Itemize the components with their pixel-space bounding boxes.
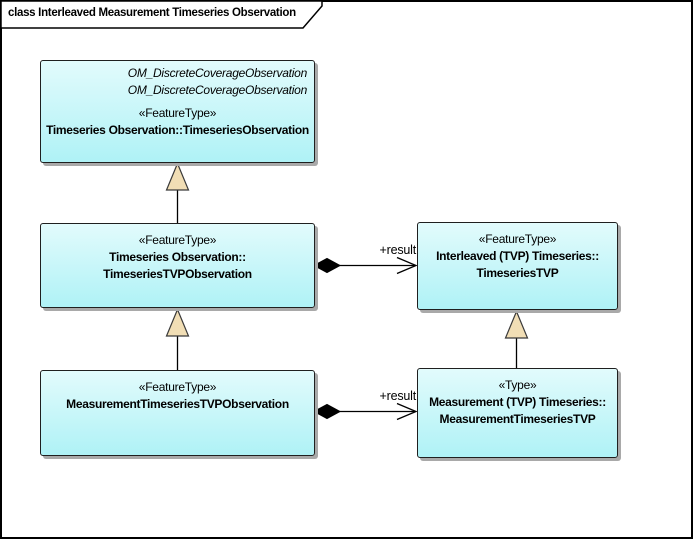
generalization-triangle-icon <box>165 161 190 191</box>
generalization-triangle-icon <box>504 309 529 339</box>
generalization-arrow-meastvpobs-to-tvpobs[interactable] <box>165 307 190 372</box>
stereotype-label: «Type» <box>498 377 537 392</box>
stereotype-label: «FeatureType» <box>138 106 217 120</box>
generalization-triangle-icon <box>165 307 190 337</box>
class-name: MeasurementTimeseriesTVPObservation <box>66 396 289 411</box>
composition-diamond-icon <box>312 257 342 274</box>
stereotype-label: «FeatureType» <box>138 232 217 247</box>
class-name: TimeseriesTVPObservation <box>103 266 252 281</box>
composition-connector-result-bottom[interactable] <box>312 402 418 421</box>
diagram-frame-tab <box>0 0 323 29</box>
stereotype-label: «FeatureType» <box>138 379 217 394</box>
generalization-arrow-tvpobs-to-observation[interactable] <box>165 161 190 225</box>
class-box-timeseries-tvp[interactable]: «FeatureType» Interleaved (TVP) Timeseri… <box>417 222 618 310</box>
class-name: MeasurementTimeseriesTVP <box>439 411 596 426</box>
parent-class-label: OM_DiscreteCoverageObservation <box>127 83 308 97</box>
class-name: TimeseriesTVP <box>476 265 559 280</box>
class-box-measurement-timeseries-tvp-observation[interactable]: «FeatureType» MeasurementTimeseriesTVPOb… <box>40 370 315 456</box>
parent-class-labels: OM_DiscreteCoverageObservation OM_Discre… <box>41 61 314 99</box>
stereotype-label: «FeatureType» <box>478 231 557 246</box>
parent-class-label: OM_DiscreteCoverageObservation <box>127 66 308 80</box>
class-name: Timeseries Observation:: <box>109 249 246 264</box>
generalization-arrow-meastvp-to-timeseriestvp[interactable] <box>504 309 529 370</box>
open-arrowhead-icon <box>396 256 418 275</box>
class-box-measurement-timeseries-tvp[interactable]: «Type» Measurement (TVP) Timeseries:: Me… <box>417 368 618 458</box>
class-box-timeseries-observation[interactable]: OM_DiscreteCoverageObservation OM_Discre… <box>40 60 315 163</box>
class-box-timeseries-tvp-observation[interactable]: «FeatureType» Timeseries Observation:: T… <box>40 223 315 308</box>
association-role-label-result-bottom: +result <box>379 389 417 403</box>
association-role-label-result-top: +result <box>379 243 417 257</box>
composition-diamond-icon <box>312 403 342 420</box>
composition-connector-result-top[interactable] <box>312 256 418 275</box>
class-name: Interleaved (TVP) Timeseries:: <box>436 248 599 263</box>
class-name: Timeseries Observation::TimeseriesObserv… <box>46 123 309 137</box>
open-arrowhead-icon <box>396 402 418 421</box>
diagram-title: class Interleaved Measurement Timeseries… <box>8 7 296 19</box>
class-name: Measurement (TVP) Timeseries:: <box>429 394 606 409</box>
